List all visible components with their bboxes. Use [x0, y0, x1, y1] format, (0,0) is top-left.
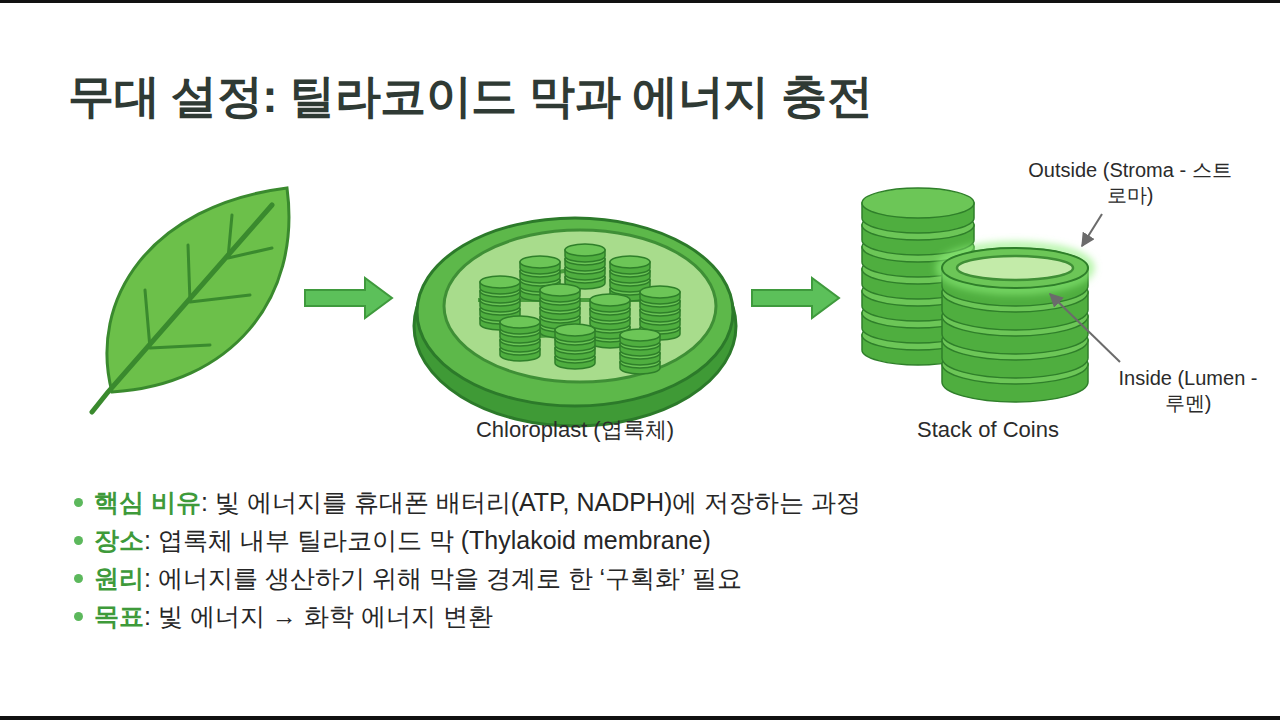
disc-top	[620, 329, 660, 341]
slide-title: 무대 설정: 틸라코이드 막과 에너지 충전	[68, 66, 872, 128]
disc-top	[862, 188, 974, 218]
stroma-lamella	[478, 265, 660, 338]
bullet-row: 장소: 엽록체 내부 틸라코이드 막 (Thylakoid membrane)	[94, 524, 711, 557]
leaf-veins	[145, 215, 272, 348]
leaf	[92, 188, 289, 412]
disc-top	[590, 294, 630, 306]
thylakoid-top	[942, 248, 1088, 288]
disc-top	[480, 276, 520, 288]
flow-arrow	[305, 278, 392, 318]
callout-label: Outside (Stroma - 스트로마)	[1023, 158, 1238, 208]
disc-top	[555, 324, 595, 336]
bullet-row: 핵심 비유: 빛 에너지를 휴대폰 배터리(ATP, NADPH)에 저장하는 …	[94, 486, 861, 519]
bullet-dot	[74, 498, 83, 507]
bullet-row: 목표: 빛 에너지 → 화학 에너지 변환	[94, 600, 493, 633]
bullet-dot	[74, 574, 83, 583]
chloroplast-envelope	[417, 218, 733, 406]
flow-arrow	[752, 278, 839, 318]
lumen	[957, 256, 1073, 280]
bullet-text: : 엽록체 내부 틸라코이드 막 (Thylakoid membrane)	[144, 526, 711, 554]
disc-top	[540, 284, 580, 296]
bullet-text: : 빛 에너지 → 화학 에너지 변환	[144, 602, 493, 630]
disc-top	[500, 316, 540, 328]
leader-line	[1082, 214, 1102, 246]
bullet-key: 목표	[94, 602, 144, 630]
disc-top	[520, 256, 560, 268]
disc-top	[565, 244, 605, 256]
highlight-glow	[940, 246, 1090, 290]
bullet-key: 원리	[94, 564, 144, 592]
chloroplast-stroma	[444, 230, 716, 382]
bullet-row: 원리: 에너지를 생산하기 위해 막을 경계로 한 ‘구획화’ 필요	[94, 562, 742, 595]
bullet-dot	[74, 612, 83, 621]
bullet-key: 장소	[94, 526, 144, 554]
bullet-text: : 에너지를 생산하기 위해 막을 경계로 한 ‘구획화’ 필요	[144, 564, 742, 592]
frame-bar	[0, 716, 1280, 720]
bullet-dot	[74, 536, 83, 545]
disc-top	[942, 248, 1088, 288]
disc-top	[610, 256, 650, 268]
figure-caption: Chloroplast (엽록체)	[425, 416, 725, 444]
chloroplast	[414, 218, 736, 426]
disc-top	[640, 286, 680, 298]
bullet-key: 핵심 비유	[94, 488, 201, 516]
figure-caption: Stack of Coins	[868, 416, 1108, 444]
bullet-text: : 빛 에너지를 휴대폰 배터리(ATP, NADPH)에 저장하는 과정	[201, 488, 861, 516]
leaf-midrib	[92, 205, 272, 412]
leader-line	[1050, 294, 1120, 362]
thylakoid-stacks	[862, 188, 1090, 402]
callout-label: Inside (Lumen - 루멘)	[1113, 366, 1263, 416]
frame-bar	[0, 0, 1280, 3]
